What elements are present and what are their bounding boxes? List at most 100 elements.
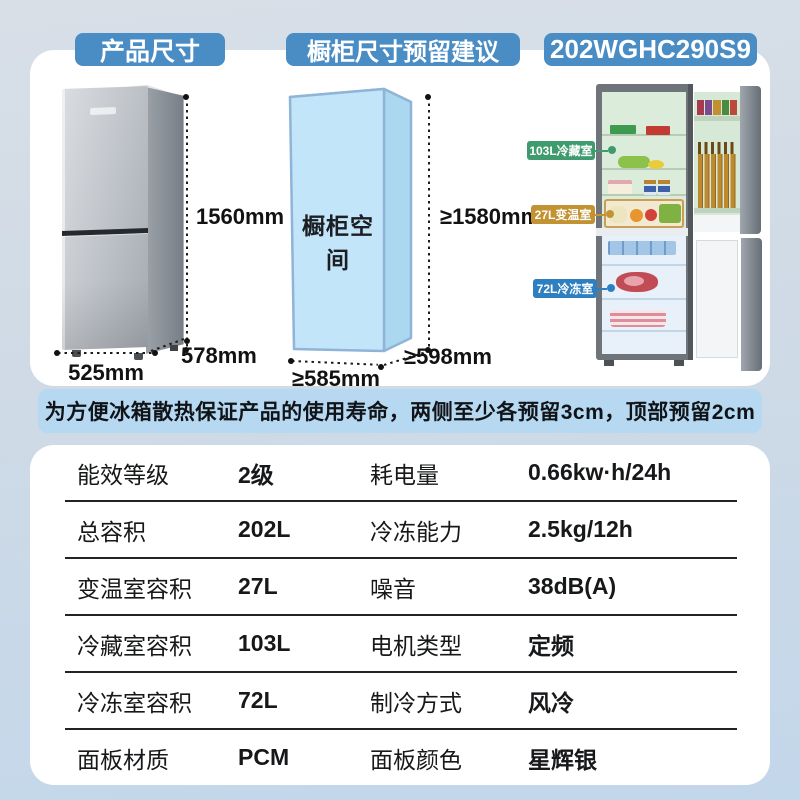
dim-endpoint (184, 338, 190, 344)
spec-value: 2级 (238, 461, 274, 488)
fridge-foot (674, 360, 684, 366)
badge-dot (606, 210, 614, 218)
spec-value: 风冷 (528, 689, 574, 716)
spec-value: 103L (238, 630, 291, 656)
door-bin-jars (697, 100, 738, 115)
product-depth-label: 578mm (181, 343, 257, 368)
spec-label: 冷冻能力 (370, 518, 462, 545)
cabinet-depth-label: ≥598mm (404, 344, 492, 369)
height-dim-line (186, 97, 188, 347)
spec-value: PCM (238, 744, 290, 770)
badge-dot (608, 146, 616, 154)
fridge-foot (170, 345, 178, 351)
food-lemons (648, 160, 664, 169)
brand-logo (90, 107, 116, 116)
food-grapes (618, 156, 650, 168)
dim-endpoint (425, 94, 431, 100)
lower-door-slab (741, 238, 762, 371)
badge-variable-temp-compartment: 27L变温室 (531, 205, 595, 224)
header-model-number: 202WGHC290S9 (544, 33, 757, 66)
food-green-box (610, 125, 636, 134)
dim-endpoint (152, 350, 158, 356)
spec-label: 耗电量 (370, 461, 439, 488)
dim-endpoint (183, 347, 189, 353)
fridge-foot (134, 353, 143, 360)
cabinet-box-illustration (288, 87, 413, 353)
badge-fridge-compartment: 103L冷藏室 (527, 141, 595, 160)
dim-endpoint (183, 94, 189, 100)
freezer-drawer-line (602, 298, 686, 300)
fridge-front-face (62, 85, 148, 351)
spec-label: 变温室容积 (77, 575, 192, 602)
ice-tray (608, 241, 676, 255)
jar (721, 100, 729, 115)
header-cabinet-advice: 橱柜尺寸预留建议 (286, 33, 520, 66)
cabinet-front-face (288, 87, 386, 353)
header-product-size: 产品尺寸 (75, 33, 225, 66)
freezer-drawer-line (602, 264, 686, 266)
dim-endpoint (54, 350, 60, 356)
spec-value: 202L (238, 516, 291, 542)
jar (697, 100, 705, 115)
badge-connector (597, 288, 607, 290)
dim-endpoint (425, 347, 431, 353)
spec-label: 制冷方式 (370, 689, 462, 716)
food-tomato (645, 209, 657, 221)
spec-value: 27L (238, 573, 278, 599)
model-number-label: 202WGHC290S9 (550, 34, 751, 64)
spec-label: 面板颜色 (370, 746, 462, 773)
food-pork-belly (610, 310, 666, 327)
cabinet-space-label: 橱柜空间 (302, 213, 374, 273)
bottle-necks (698, 142, 736, 154)
food-jar (658, 180, 670, 195)
spec-value: 2.5kg/12h (528, 516, 633, 542)
freezer-drawer-line (602, 330, 686, 332)
spec-value: 72L (238, 687, 278, 713)
cabinet-height-dim-line (428, 97, 430, 347)
badge-connector (595, 150, 608, 152)
bottles (698, 154, 736, 208)
jar (705, 100, 713, 115)
header-cabinet-advice-label: 橱柜尺寸预留建议 (307, 39, 499, 66)
meat-marbling (624, 276, 644, 286)
jar (729, 100, 738, 115)
food-cake (608, 180, 632, 194)
badge-dot (607, 284, 615, 292)
heat-dissipation-note: 为方便冰箱散热保证产品的使用寿命，两侧至少各预留3cm，顶部预留2cm (38, 389, 762, 433)
jar (713, 100, 721, 115)
shelf (602, 194, 686, 196)
product-width-label: 525mm (68, 360, 144, 385)
variable-temp-drawer (604, 199, 684, 228)
spec-label: 噪音 (370, 575, 416, 602)
spec-row: 总容积 202L 冷冻能力 2.5kg/12h (65, 502, 737, 559)
food-berry-box (646, 126, 670, 135)
header-product-size-label: 产品尺寸 (99, 37, 200, 66)
spec-label: 总容积 (77, 518, 146, 545)
door-bin-bar (694, 116, 740, 121)
door-hinge-column (688, 84, 693, 360)
spec-label: 冷藏室容积 (77, 632, 192, 659)
food-orange (630, 209, 643, 222)
jar-cap (644, 180, 656, 184)
note-text: 为方便冰箱散热保证产品的使用寿命，两侧至少各预留3cm，顶部预留2cm (44, 401, 756, 424)
fridge-foot (604, 360, 614, 366)
shelf (602, 168, 686, 170)
product-height-label: 1560mm (196, 204, 285, 229)
upper-door-slab (740, 86, 761, 234)
dim-endpoint (378, 364, 384, 370)
spec-label: 能效等级 (77, 461, 169, 488)
freezer-interior (602, 236, 686, 354)
lower-door-liner (696, 240, 738, 358)
fridge-side-face (146, 87, 184, 354)
spec-label: 电机类型 (370, 632, 462, 659)
compartment-divider (596, 228, 692, 236)
cabinet-height-label: ≥1580mm (440, 204, 541, 229)
width-dim-line (58, 352, 154, 354)
